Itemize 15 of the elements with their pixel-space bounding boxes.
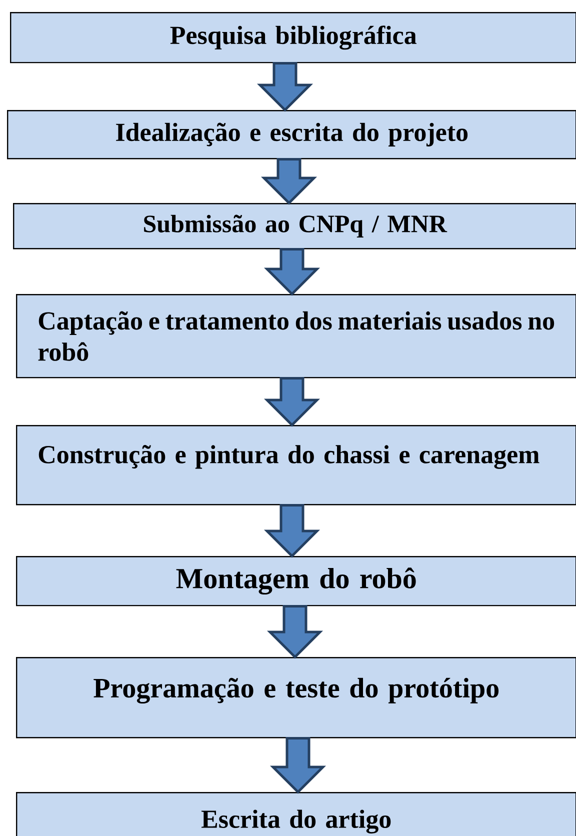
block-arrow [264,248,320,296]
process-box: Pesquisa bibliográfica [10,12,576,64]
process-box: Construção e pintura do chassi e carenagem [16,425,576,506]
process-box: Idealização e escrita do projeto [7,110,576,160]
process-box: Submissão ao CNPq / MNR [13,203,576,250]
block-arrow [264,504,320,558]
process-box: Programação e teste do protótipo [16,657,576,738]
process-box: Montagem do robô [16,556,576,606]
block-arrow [264,376,320,427]
block-arrow [256,62,314,112]
block-arrow [270,736,326,794]
process-box: Escrita do artigo [16,792,576,836]
block-arrow [266,604,324,659]
block-arrow [260,158,318,205]
process-box: Captação e tratamento dos materiais usados no robô [16,294,576,378]
